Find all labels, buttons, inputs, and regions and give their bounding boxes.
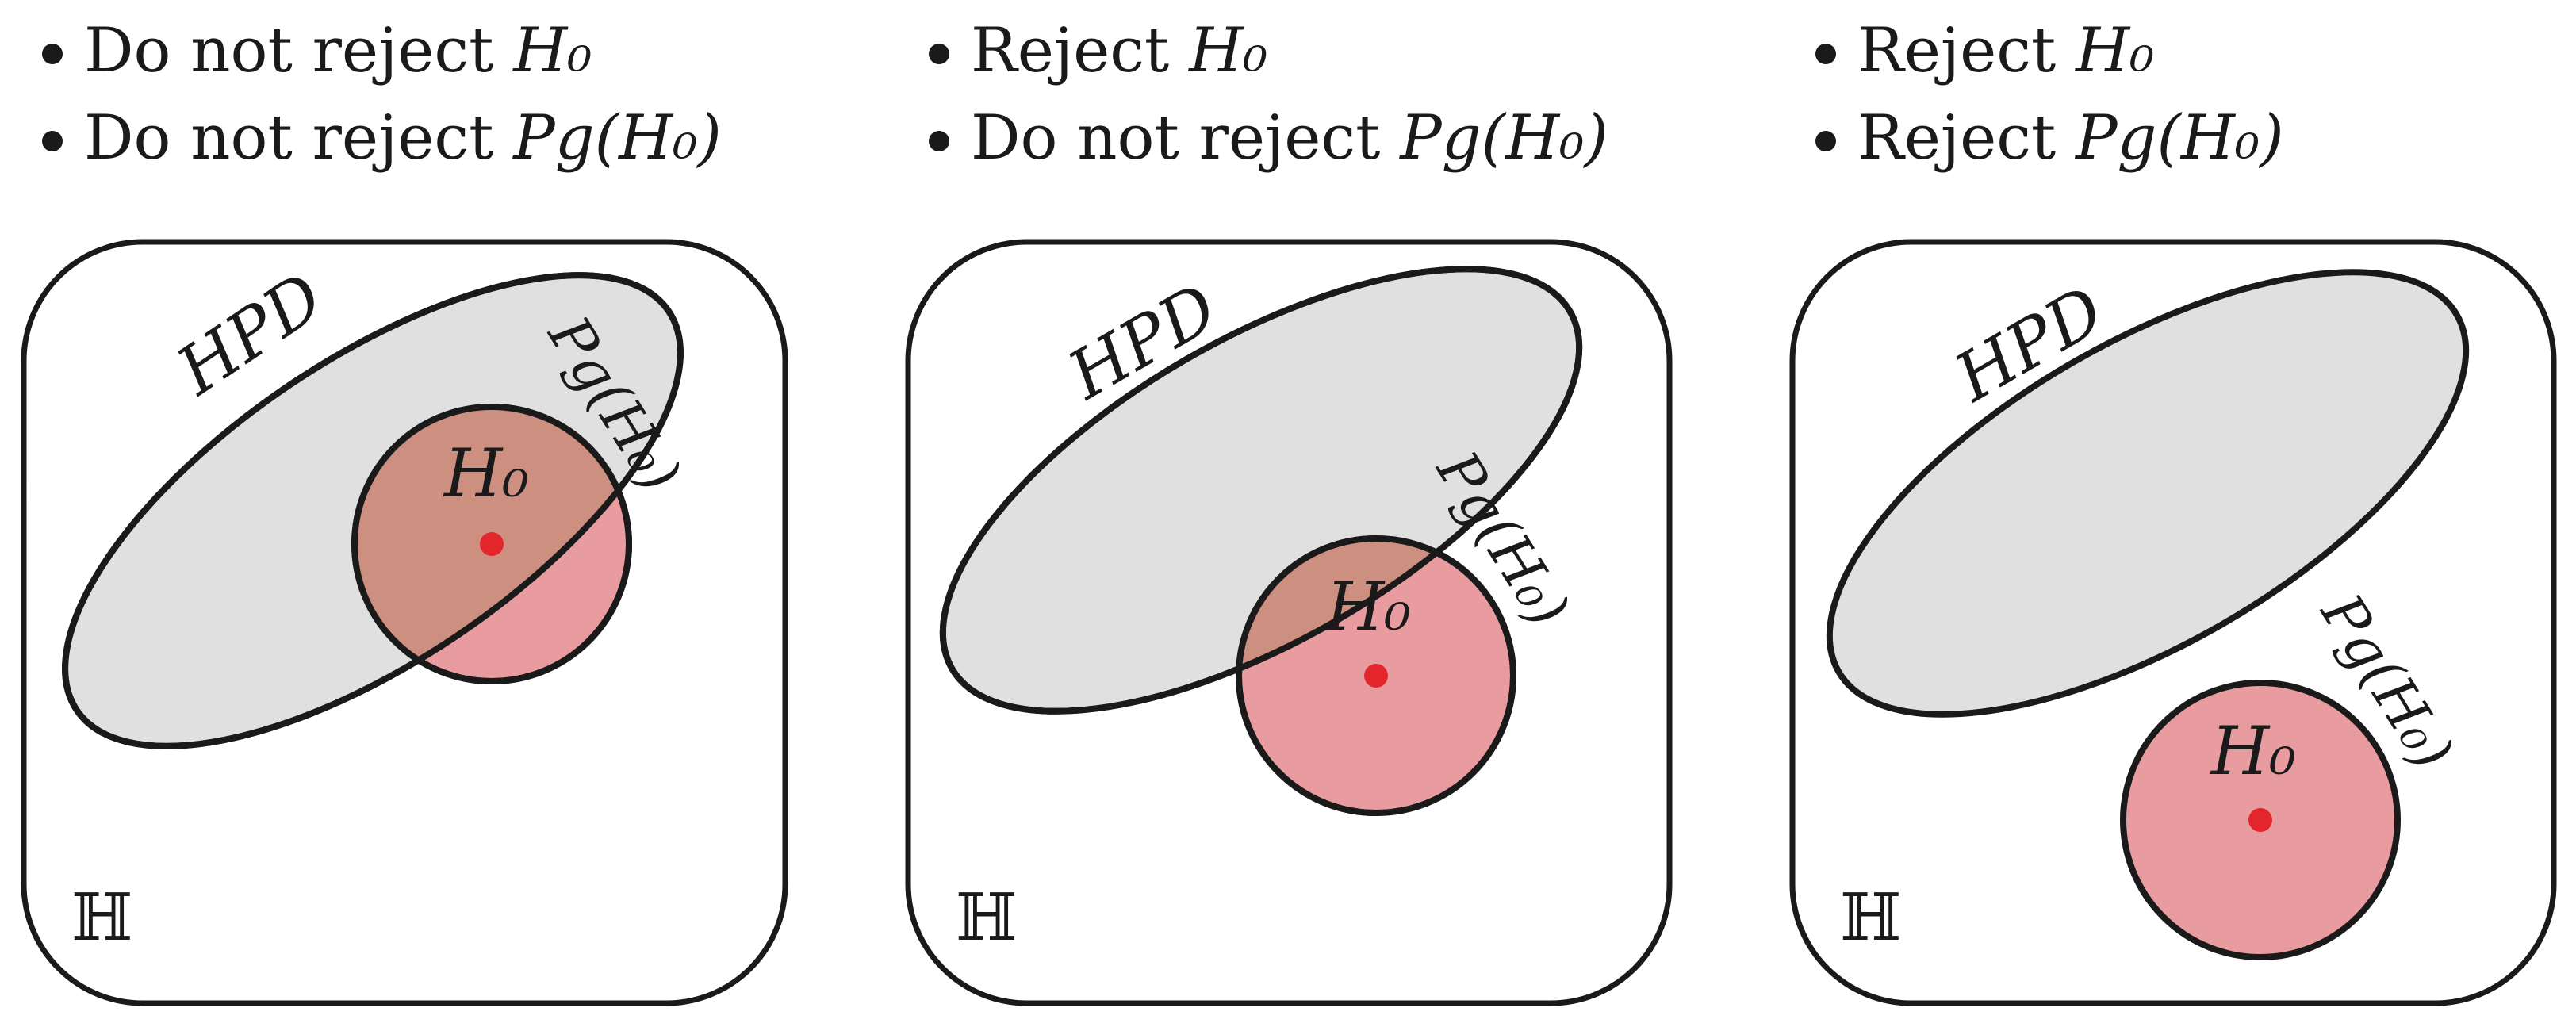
bullet-dot	[42, 131, 63, 151]
h0-point	[2248, 808, 2272, 832]
bullet-dot	[42, 44, 63, 64]
panel-3-bullets: Reject H₀ Reject Pg(H₀)	[1815, 15, 2284, 174]
h0-label: H₀	[2210, 712, 2296, 790]
hpd-ellipse-outline	[62, 272, 684, 749]
panel-3: Reject H₀ Reject Pg(H₀) H₀ HPD Pg(H₀) ℍ	[1789, 15, 2557, 1006]
bullet-1: Reject H₀	[1857, 15, 2154, 86]
bullet-dot	[929, 44, 949, 64]
h0-point	[1364, 664, 1388, 688]
bullet-1: Do not reject H₀	[84, 15, 592, 86]
space-symbol: ℍ	[956, 880, 1017, 956]
hpd-ellipse-outline	[939, 266, 1583, 715]
bullet-dot	[1815, 131, 1836, 151]
space-symbol: ℍ	[71, 880, 132, 956]
space-symbol: ℍ	[1840, 880, 1901, 956]
panel-2: Reject H₀ Do not reject Pg(H₀) H₀ HPD Pg…	[905, 15, 1673, 1006]
bullet-dot	[1815, 44, 1836, 64]
h0-label: H₀	[443, 435, 529, 512]
bullet-2: Do not reject Pg(H₀)	[84, 102, 722, 174]
bullet-dot	[929, 131, 949, 151]
bullet-1: Reject H₀	[971, 15, 1267, 86]
h0-circle-outline	[1236, 535, 1516, 816]
bullet-2: Reject Pg(H₀)	[1857, 102, 2284, 174]
h0-label: H₀	[1324, 568, 1411, 646]
hpd-ellipse	[1826, 269, 2470, 718]
h0-circle-outline	[351, 404, 632, 684]
bullet-2: Do not reject Pg(H₀)	[971, 102, 1608, 174]
panel-2-bullets: Reject H₀ Do not reject Pg(H₀)	[929, 15, 1608, 174]
h0-point	[480, 532, 504, 556]
panel-1: Do not reject H₀ Do not reject Pg(H₀) H₀…	[21, 15, 788, 1006]
panel-1-bullets: Do not reject H₀ Do not reject Pg(H₀)	[42, 15, 722, 174]
